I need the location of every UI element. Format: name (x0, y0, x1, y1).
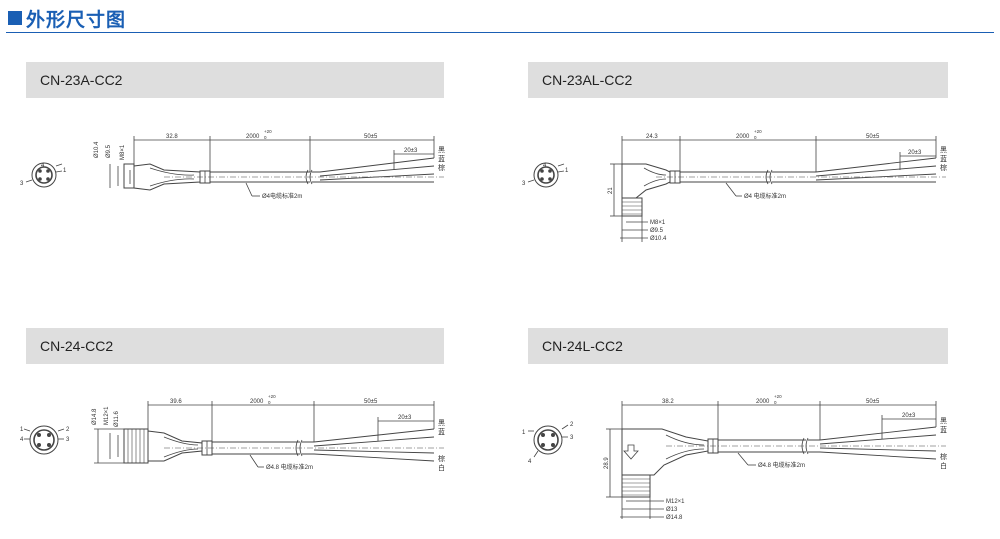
wire-color-label: 白 (438, 463, 445, 472)
drawing-cn-23al-cc2: 4 1 3 24.3 2000 +20 0 50±5 20±3 Ø4 电缆标准2… (522, 129, 947, 242)
dim-length-a: 39.6 (170, 399, 182, 405)
dim-tol-upper: +20 (774, 394, 782, 399)
dim-outer-diameter: Ø10.4 (94, 141, 100, 158)
dim-strip-length: 50±5 (364, 399, 378, 405)
dim-height: 28.9 (604, 457, 610, 469)
model-label: CN-23AL-CC2 (542, 72, 633, 88)
wire-color-label: 蓝 (940, 154, 947, 163)
dim-tol-upper: +20 (754, 129, 762, 134)
dim-tol-lower: 0 (754, 135, 757, 140)
dim-strip-length: 50±5 (866, 134, 880, 140)
dim-wire-strip: 20±3 (902, 413, 916, 419)
dim-length-a: 24.3 (646, 134, 658, 140)
dim-height: 21 (608, 187, 614, 194)
wire-color-label: 棕 (438, 454, 445, 463)
dim-cable-length: 2000 (250, 399, 264, 405)
dim-tol-upper: +20 (264, 129, 272, 134)
wire-color-label: 黑 (438, 146, 445, 154)
model-bar-cn-24-cc2: CN-24-CC2 (26, 328, 444, 364)
wire-color-label: 黑 (940, 417, 947, 425)
dim-tol-lower: 0 (264, 135, 267, 140)
model-label: CN-24L-CC2 (542, 338, 623, 354)
wire-color-label: 棕 (438, 163, 445, 172)
dim-mid-diameter: Ø9.5 (106, 144, 112, 158)
dim-length-a: 38.2 (662, 399, 674, 405)
dim-wire-strip: 20±3 (398, 415, 412, 421)
pin-label: 1 (20, 427, 24, 433)
section-marker-icon (8, 11, 22, 25)
cable-spec-label: Ø4.8 电缆标准2m (758, 461, 805, 469)
pin-label: 1 (565, 168, 569, 174)
dim-cable-length: 2000 (756, 399, 770, 405)
dim-cable-length: 2000 (246, 134, 260, 140)
dim-tol-lower: 0 (774, 400, 777, 405)
pin-label: 2 (66, 427, 70, 433)
dim-thread: M12×1 (104, 406, 110, 425)
dim-thread: M8×1 (650, 220, 666, 226)
model-label: CN-23A-CC2 (40, 72, 123, 88)
page-title: 外形尺寸图 (26, 9, 127, 31)
dim-thread: M12×1 (666, 499, 685, 505)
dim-outer-diameter: Ø10.4 (650, 236, 667, 242)
pin-label: 1 (63, 168, 67, 174)
drawing-cn-24l-cc2: 1 2 3 4 38.2 2000 +20 0 50±5 20±3 Ø4.8 电… (522, 394, 947, 521)
pin-label: 2 (570, 422, 574, 428)
dim-length-a: 32.8 (166, 134, 178, 140)
dim-tol-upper: +20 (268, 394, 276, 399)
cable-spec-label: Ø4.8 电缆标准2m (266, 463, 313, 471)
pin-label: 4 (543, 163, 547, 169)
wire-color-label: 黑 (940, 146, 947, 154)
dim-mid-diameter: Ø11.6 (114, 410, 120, 427)
pin-label: 4 (41, 163, 45, 169)
model-bar-cn-23al-cc2: CN-23AL-CC2 (528, 62, 948, 98)
drawing-cn-23a-cc2: 4 1 3 32.8 2000 +20 0 50±5 20±3 Ø4电缆标准2m… (20, 129, 445, 200)
dim-wire-strip: 20±3 (908, 150, 922, 156)
section-header: 外形尺寸图 (8, 6, 127, 31)
pin-label: 4 (528, 459, 532, 465)
model-bar-cn-24l-cc2: CN-24L-CC2 (528, 328, 948, 364)
wire-color-label: 棕 (940, 163, 947, 172)
wire-color-label: 蓝 (940, 425, 947, 434)
dim-outer-diameter: Ø14.8 (666, 515, 683, 521)
header-divider (6, 32, 994, 33)
dim-cable-length: 2000 (736, 134, 750, 140)
dim-thread: M8×1 (120, 144, 126, 160)
dim-wire-strip: 20±3 (404, 148, 418, 154)
pin-label: 3 (20, 181, 24, 187)
pin-label: 3 (66, 437, 70, 443)
dim-strip-length: 50±5 (364, 134, 378, 140)
wire-color-label: 蓝 (438, 154, 445, 163)
cable-spec-label: Ø4 电缆标准2m (744, 192, 786, 200)
dim-outer-diameter: Ø14.8 (92, 408, 98, 425)
wire-color-label: 蓝 (438, 427, 445, 436)
pin-label: 3 (522, 181, 526, 187)
dim-mid-diameter: Ø13 (666, 507, 678, 513)
dim-mid-diameter: Ø9.5 (650, 228, 664, 234)
wire-color-label: 白 (940, 461, 947, 470)
pin-label: 1 (522, 430, 526, 436)
dim-tol-lower: 0 (268, 400, 271, 405)
wire-color-label: 棕 (940, 452, 947, 461)
model-bar-cn-23a-cc2: CN-23A-CC2 (26, 62, 444, 98)
pin-label: 3 (570, 435, 574, 441)
model-label: CN-24-CC2 (40, 338, 114, 354)
pin-label: 4 (20, 437, 24, 443)
wire-color-label: 黑 (438, 419, 445, 427)
drawing-cn-24-cc2: 1 2 4 3 39.6 2000 +20 0 50±5 20±3 Ø4.8 电… (20, 394, 445, 472)
cable-spec-label: Ø4电缆标准2m (262, 192, 302, 200)
dim-strip-length: 50±5 (866, 399, 880, 405)
